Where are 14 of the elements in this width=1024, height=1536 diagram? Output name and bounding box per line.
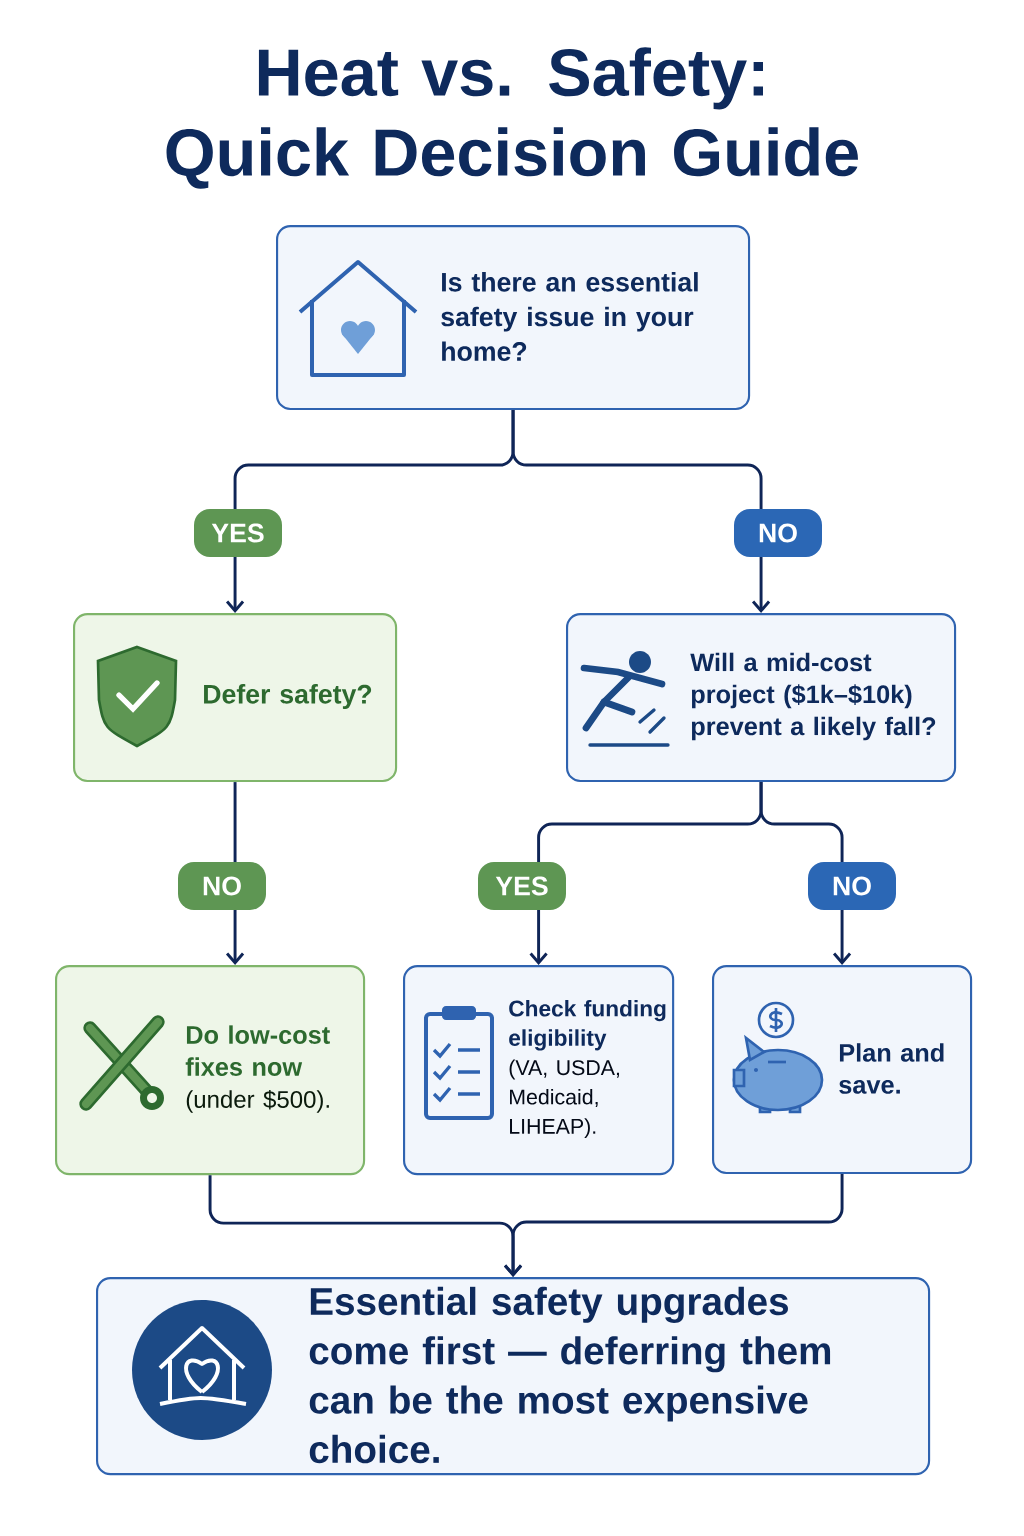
edge-label: YES: [478, 862, 566, 910]
action-box: Do low-cost fixes now (under $500).: [55, 965, 366, 1176]
edge-label: NO: [808, 862, 896, 910]
edge-label: YES: [194, 509, 282, 557]
question-box: Will a mid-cost project ($1k–$10k) prevent a likely fall?: [566, 613, 957, 783]
summary-box: Essential safety upgrades come first — deferring them can be the most expensive choice.: [96, 1277, 931, 1476]
arrow: [511, 410, 771, 613]
edge-label: NO: [734, 509, 822, 557]
arrow: [503, 1174, 844, 1277]
question-box: Is there an essential safety issue in your home?: [276, 225, 751, 411]
edge-label: NO: [178, 862, 266, 910]
title: Heat vs. Safety: Quick Decision Guide: [166, 47, 858, 189]
action-box: Plan and save.: [712, 965, 973, 1175]
action-box: Check funding eligibility (VA, USDA, Medicaid, LIHEAP).: [403, 965, 675, 1176]
